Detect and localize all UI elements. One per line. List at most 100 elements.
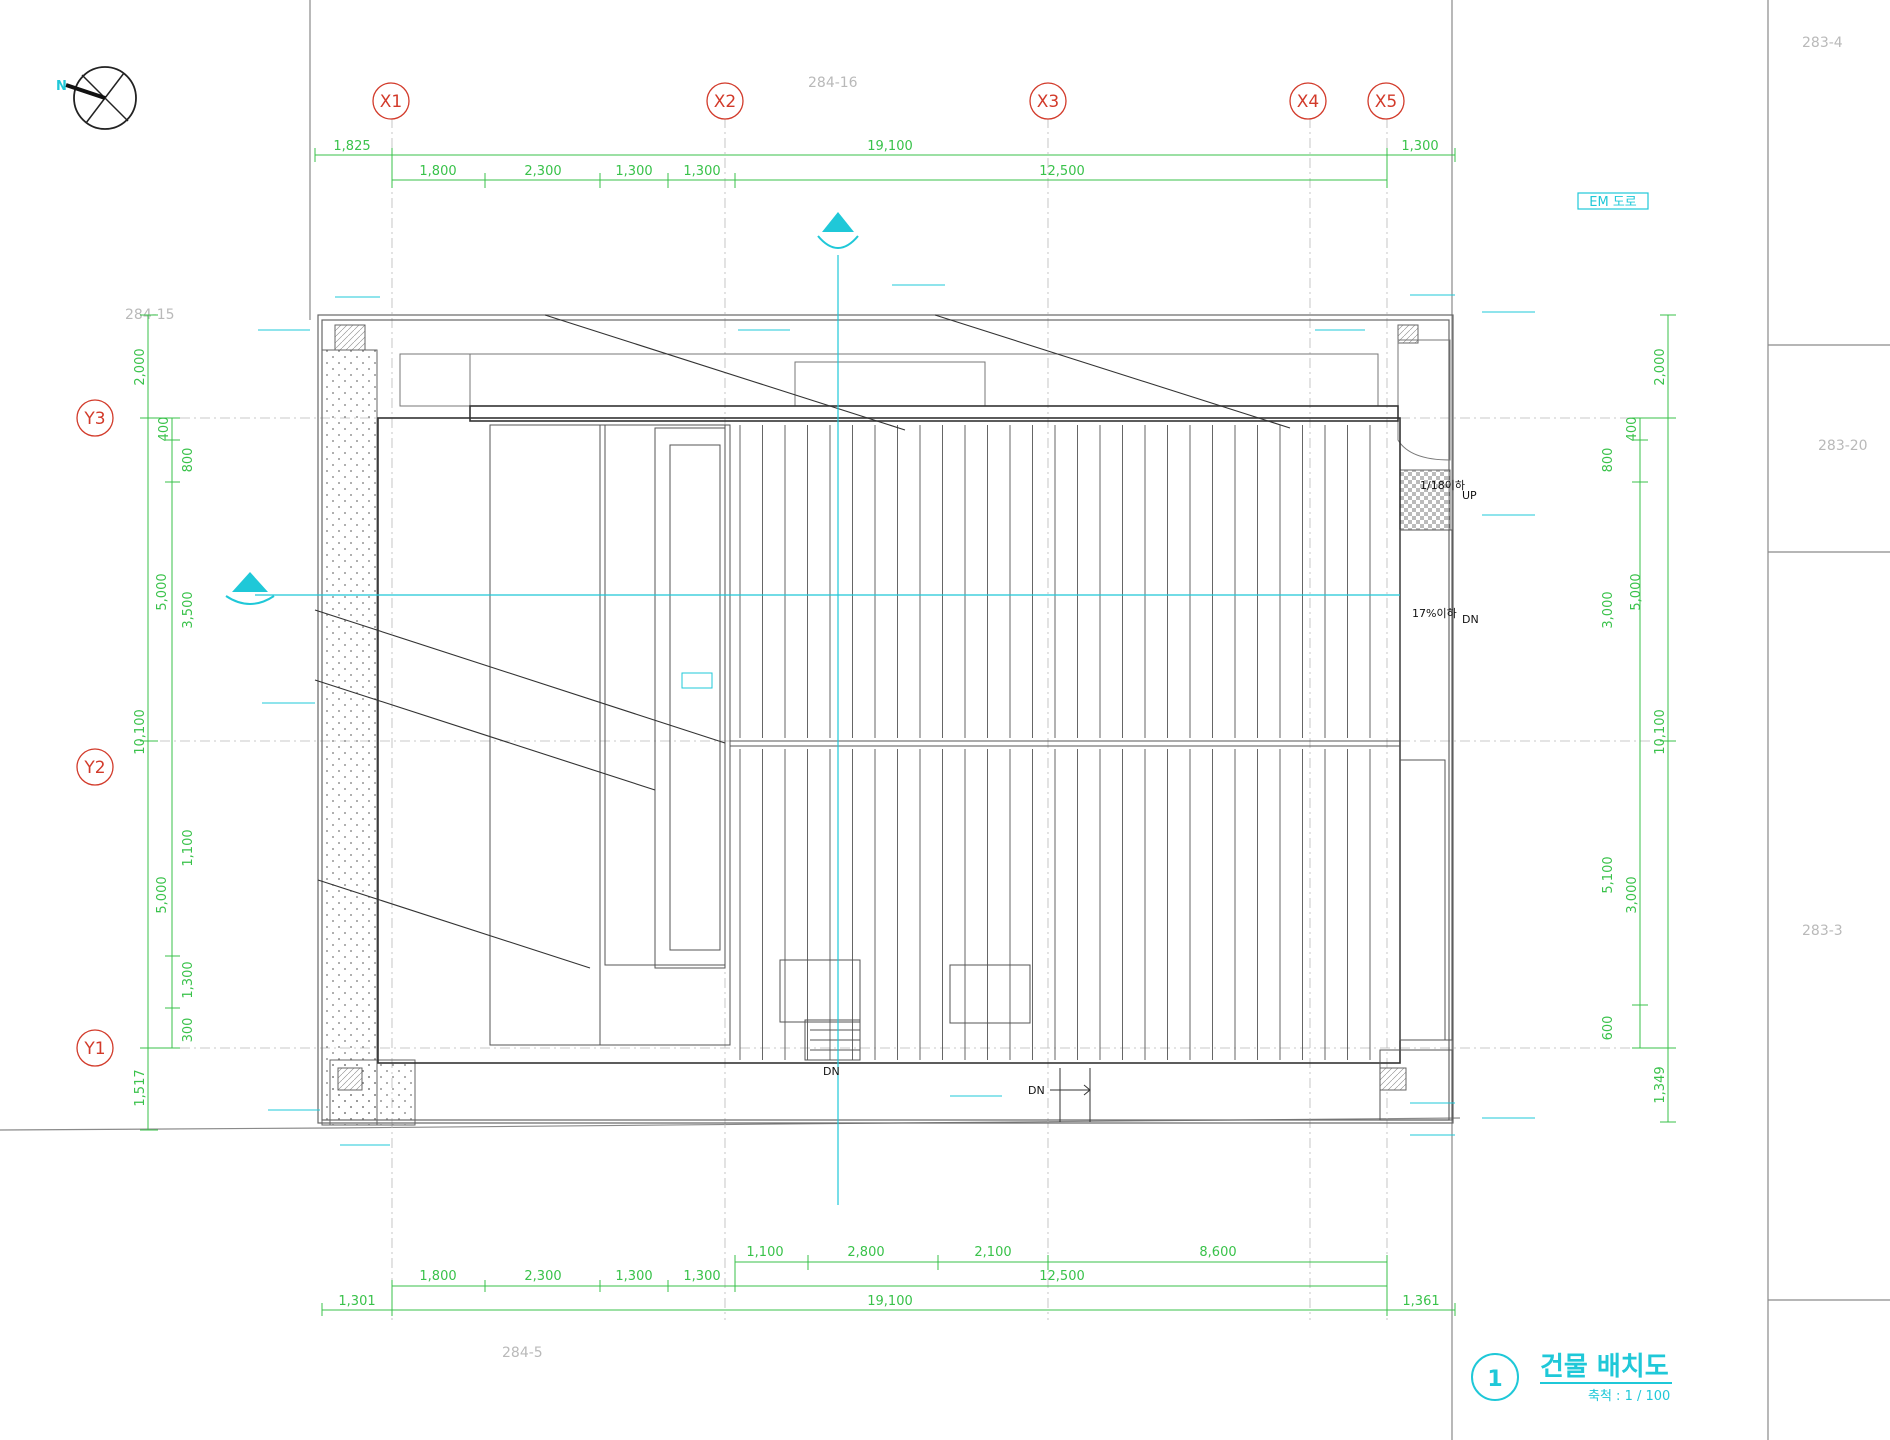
svg-text:X3: X3 bbox=[1037, 92, 1059, 112]
grid-bubble-y1: Y1 bbox=[76, 1029, 114, 1067]
dim-bottom-3-c: 1,361 bbox=[1402, 1294, 1439, 1309]
lot-label-bottom: 284-5 bbox=[502, 1345, 543, 1361]
dim-left-inner-e: 1,300 bbox=[181, 961, 196, 998]
dim-top-2-c: 1,300 bbox=[615, 164, 652, 179]
drawing-scale: 축척 : 1 / 100 bbox=[1588, 1389, 1670, 1404]
lot-label-right-bottom: 283-3 bbox=[1802, 923, 1843, 939]
dim-left-outer-e: 1,517 bbox=[133, 1069, 148, 1106]
drain-box-3 bbox=[337, 1067, 363, 1091]
dim-bottom-2-b: 2,300 bbox=[524, 1269, 561, 1284]
dim-right-inner-e: 600 bbox=[1601, 1016, 1616, 1041]
drawing-number: 1 bbox=[1487, 1367, 1502, 1392]
svg-text:N: N bbox=[56, 79, 67, 94]
dim-bottom-2-c: 1,300 bbox=[615, 1269, 652, 1284]
dim-bottom-1-a: 1,100 bbox=[746, 1245, 783, 1260]
building-inner bbox=[489, 424, 1453, 1121]
entry-arrow-icon bbox=[1050, 1068, 1091, 1122]
grid-bubble-x3: X3 bbox=[1029, 82, 1067, 120]
leader-lines bbox=[314, 314, 1291, 969]
grid-bubble-x4: X4 bbox=[1289, 82, 1327, 120]
dim-left-inner-f: 300 bbox=[181, 1018, 196, 1043]
dim-top-2-a: 1,800 bbox=[419, 164, 456, 179]
dim-right-outer-b: 5,000 bbox=[1629, 573, 1644, 610]
dim-bottom-3-a: 1,301 bbox=[338, 1294, 375, 1309]
dim-bottom-1-b: 2,800 bbox=[847, 1245, 884, 1260]
level-markers bbox=[258, 284, 1535, 1146]
svg-text:X5: X5 bbox=[1375, 92, 1397, 112]
dim-bottom-1-c: 2,100 bbox=[974, 1245, 1011, 1260]
grid-bubble-x5: X5 bbox=[1367, 82, 1405, 120]
dim-left-outer-c: 10,100 bbox=[133, 709, 148, 755]
building-footprint bbox=[377, 405, 1401, 1064]
drain-box-1 bbox=[334, 324, 366, 351]
ramp-up-slope: 1/18이하 bbox=[1420, 478, 1465, 492]
dim-left-inner-c: 3,500 bbox=[181, 591, 196, 628]
dim-bottom-1-d: 8,600 bbox=[1199, 1245, 1236, 1260]
dim-left-outer-d: 5,000 bbox=[155, 876, 170, 913]
site-boundary bbox=[317, 314, 1454, 1124]
title-block: 1 건물 배치도 축척 : 1 / 100 bbox=[1471, 1352, 1672, 1404]
tag-box bbox=[1577, 192, 1649, 210]
left-dimension-lines bbox=[140, 314, 180, 1131]
ramp-up-label: UP bbox=[1462, 489, 1477, 502]
dim-bottom-2-e: 12,500 bbox=[1039, 1269, 1085, 1284]
dim-top-1-a: 1,825 bbox=[333, 139, 370, 154]
dim-bottom-2-a: 1,800 bbox=[419, 1269, 456, 1284]
dim-left-inner-d: 1,100 bbox=[181, 829, 196, 866]
top-dimension-lines bbox=[314, 148, 1456, 188]
section-lines bbox=[255, 255, 1400, 1205]
dim-right-inner-a: 400 bbox=[1625, 417, 1640, 442]
dim-left-inner-a: 400 bbox=[157, 417, 172, 442]
dim-left-outer-a: 2,000 bbox=[133, 348, 148, 385]
tag-label: EM 도로 bbox=[1589, 195, 1637, 210]
section-marker-top-icon bbox=[817, 212, 859, 249]
section-marker-left-icon bbox=[225, 572, 275, 605]
svg-text:X1: X1 bbox=[380, 92, 402, 112]
dim-top-1-c: 1,300 bbox=[1401, 139, 1438, 154]
dim-bottom-2-d: 1,300 bbox=[683, 1269, 720, 1284]
drain-box-4 bbox=[1379, 1067, 1407, 1091]
dim-top-1-b: 19,100 bbox=[867, 139, 913, 154]
grid-bubble-x2: X2 bbox=[706, 82, 744, 120]
dim-right-outer-c: 10,100 bbox=[1653, 709, 1668, 755]
dim-top-2-d: 1,300 bbox=[683, 164, 720, 179]
svg-text:Y3: Y3 bbox=[83, 409, 105, 429]
drawing-title: 건물 배치도 bbox=[1540, 1352, 1669, 1382]
dim-bottom-3-b: 19,100 bbox=[867, 1294, 913, 1309]
dim-right-inner-d: 3,000 bbox=[1625, 876, 1640, 913]
dim-left-inner-b: 800 bbox=[181, 448, 196, 473]
centre-label-box bbox=[681, 672, 713, 689]
grid-bubble-y3: Y3 bbox=[76, 399, 114, 437]
drain-box-2 bbox=[1397, 324, 1419, 344]
dim-top-2-e: 12,500 bbox=[1039, 164, 1085, 179]
bottom-dimension-lines bbox=[321, 1255, 1456, 1316]
dim-right-outer-d: 5,100 bbox=[1601, 856, 1616, 893]
ramp-down-label: DN bbox=[1462, 613, 1479, 626]
dim-right-inner-c: 3,000 bbox=[1601, 591, 1616, 628]
entry-dn-label: DN bbox=[1028, 1084, 1045, 1097]
svg-text:X4: X4 bbox=[1297, 92, 1319, 112]
svg-text:X2: X2 bbox=[714, 92, 736, 112]
dim-left-outer-b: 5,000 bbox=[155, 573, 170, 610]
planting-strip-left bbox=[321, 349, 378, 1126]
svg-text:Y1: Y1 bbox=[83, 1039, 105, 1059]
parking-stall-lines bbox=[739, 425, 1371, 1060]
ramp-hatch bbox=[1399, 469, 1451, 531]
dim-right-outer-a: 2,000 bbox=[1653, 348, 1668, 385]
lot-label-top: 284-16 bbox=[808, 75, 858, 91]
svg-text:Y2: Y2 bbox=[83, 758, 105, 778]
lot-label-right-mid: 283-20 bbox=[1818, 438, 1868, 454]
north-arrow-icon: N bbox=[56, 66, 137, 130]
dim-right-inner-b: 800 bbox=[1601, 448, 1616, 473]
lot-label-right-top: 283-4 bbox=[1802, 35, 1843, 51]
dim-right-outer-e: 1,349 bbox=[1653, 1066, 1668, 1103]
stair-dn-label: DN bbox=[823, 1065, 840, 1078]
grid-bubble-x1: X1 bbox=[372, 82, 410, 120]
right-dimension-lines bbox=[1632, 314, 1676, 1123]
dim-top-2-b: 2,300 bbox=[524, 164, 561, 179]
upper-structure bbox=[399, 339, 1451, 461]
grid-bubble-y2: Y2 bbox=[76, 748, 114, 786]
ramp-down-slope: 17%이하 bbox=[1412, 606, 1457, 620]
